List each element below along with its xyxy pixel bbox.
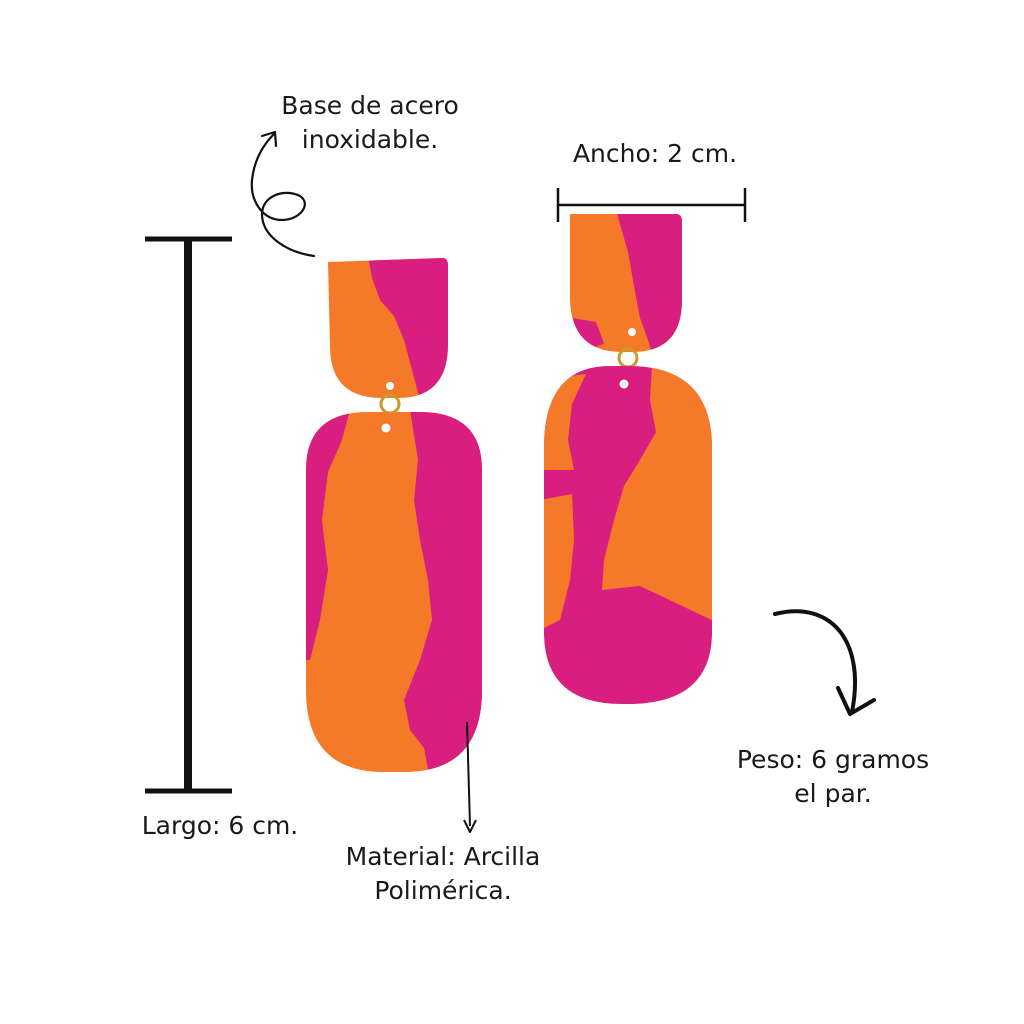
material-label: Material: Arcilla Polimérica. xyxy=(318,840,568,908)
curly-arrow-icon xyxy=(250,130,316,258)
base-label-line1: Base de acero xyxy=(281,91,459,120)
length-measure-bar xyxy=(145,236,232,794)
down-arrow-icon xyxy=(463,721,477,833)
base-label: Base de acero inoxidable. xyxy=(250,89,490,157)
right-earring-bottom xyxy=(544,366,712,704)
weight-label-line2: el par. xyxy=(794,779,872,808)
left-earring-bottom xyxy=(306,412,482,772)
base-label-line2: inoxidable. xyxy=(301,125,439,154)
curved-arrow-down-icon xyxy=(773,609,876,716)
length-label: Largo: 6 cm. xyxy=(141,811,299,840)
width-measure-bar xyxy=(556,188,747,222)
right-earring-top xyxy=(570,214,682,352)
weight-label-line1: Peso: 6 gramos xyxy=(736,745,930,774)
width-label: Ancho: 2 cm. xyxy=(572,139,738,168)
weight-label: Peso: 6 gramos el par. xyxy=(718,743,948,811)
material-label-line1: Material: Arcilla xyxy=(345,842,541,871)
left-earring-top xyxy=(328,258,448,398)
material-label-line2: Polimérica. xyxy=(374,876,512,905)
